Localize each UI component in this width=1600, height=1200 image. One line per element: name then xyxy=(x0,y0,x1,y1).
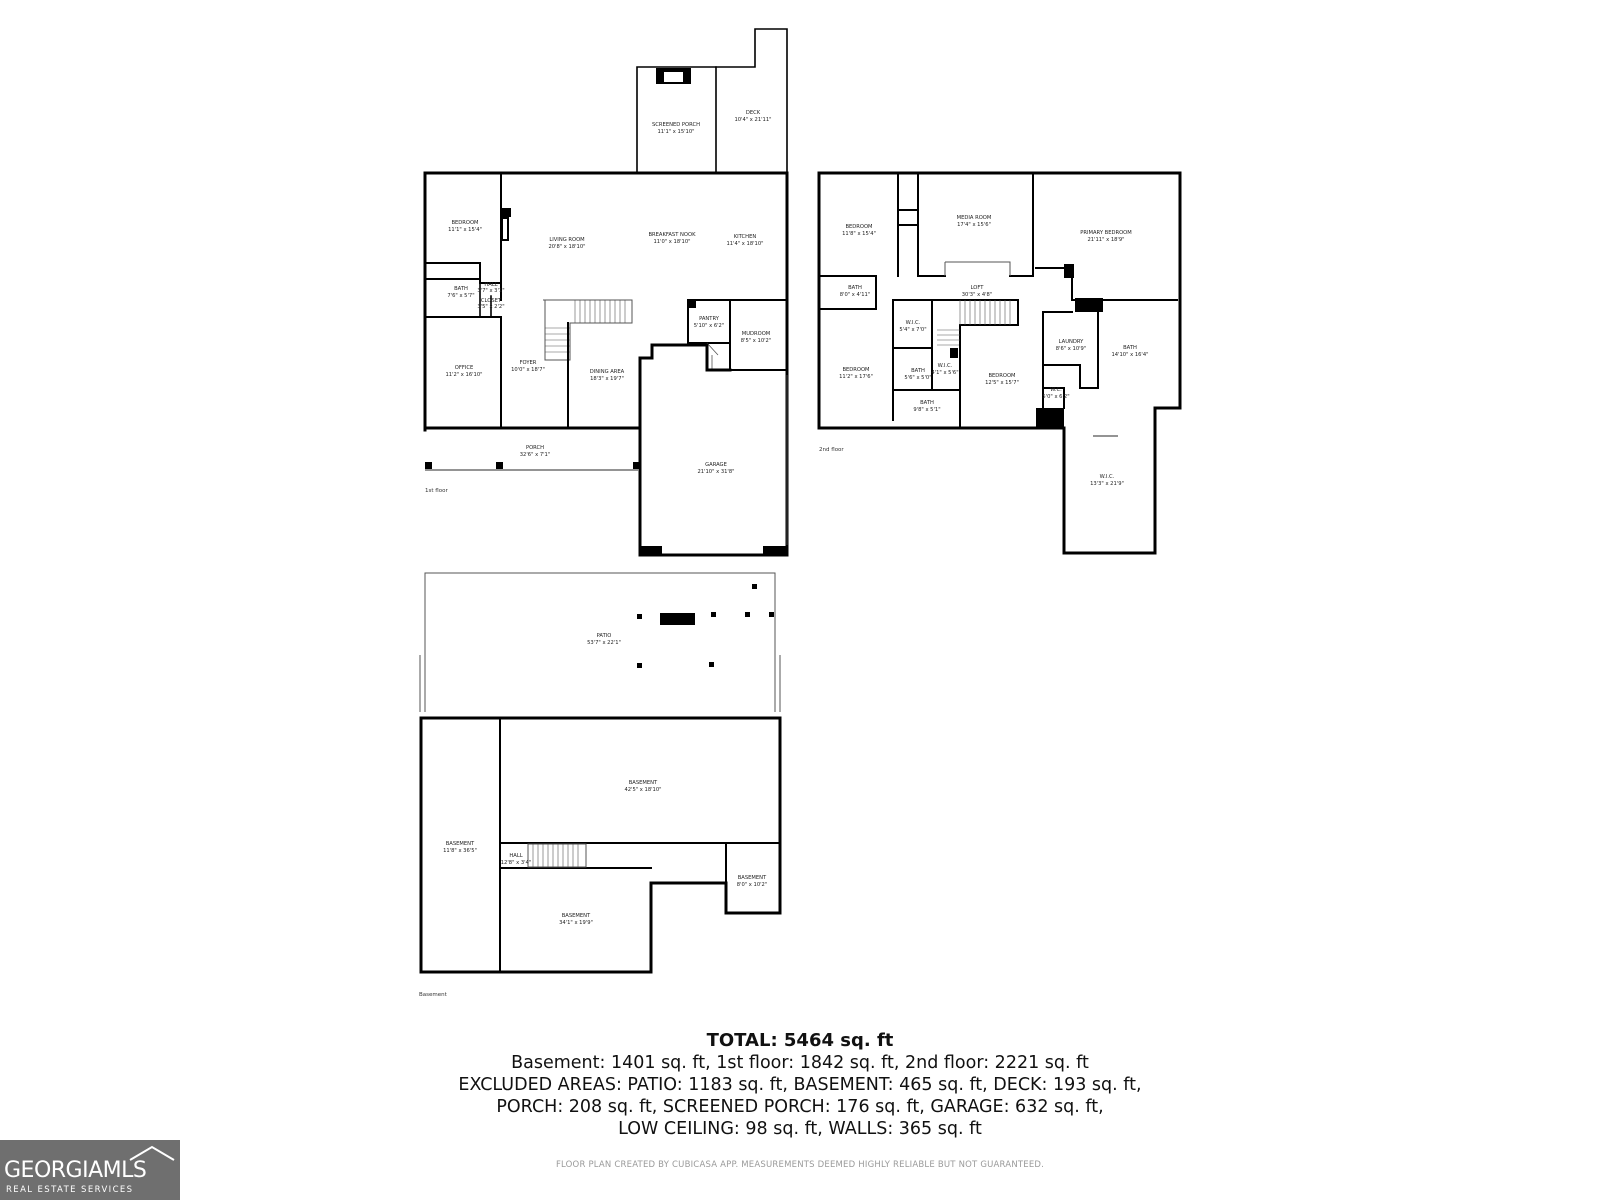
logo-subtitle: REAL ESTATE SERVICES xyxy=(6,1185,134,1195)
room-dimensions: 11'1" x 15'4" xyxy=(448,227,482,233)
room-name: LOFT xyxy=(971,285,985,291)
room-dimensions: 8'0" x 10'2" xyxy=(737,882,768,888)
floor-label: 1st floor xyxy=(425,488,448,494)
room-name: BATH xyxy=(454,286,468,292)
total-area: TOTAL: 5464 sq. ft xyxy=(706,1030,894,1051)
room-name: BEDROOM xyxy=(988,373,1015,379)
room-name: W.I.C. xyxy=(938,363,953,369)
room-name: BATH xyxy=(911,368,925,374)
staircase-1f xyxy=(543,299,633,361)
room-name: BASEMENT xyxy=(738,875,767,881)
room-name: GARAGE xyxy=(705,462,727,468)
room-name: PORCH xyxy=(526,445,544,451)
room-name: PATIO xyxy=(597,633,612,639)
room-name: DECK xyxy=(746,110,761,116)
room-name: FOYER xyxy=(520,360,537,366)
room-dimensions: 5'0" x 6'2" xyxy=(1042,394,1069,400)
room-dimensions: 13'3" x 21'9" xyxy=(1090,481,1124,487)
room-name: W.I.C. xyxy=(906,320,921,326)
room-name: BASEMENT xyxy=(446,841,475,847)
room-dimensions: 8'0" x 4'11" xyxy=(840,292,871,298)
room-dimensions: 8'6" x 10'9" xyxy=(1056,346,1087,352)
room-dimensions: 5'6" x 5'0" xyxy=(904,375,931,381)
room-name: BEDROOM xyxy=(845,224,872,230)
room-dimensions: 10'4" x 21'11" xyxy=(734,117,771,123)
room-dimensions: 11'8" x 15'4" xyxy=(842,231,876,237)
room-dimensions: 3'7" x 3'1" xyxy=(477,288,504,294)
floor-label: 2nd floor xyxy=(819,447,844,453)
room-name: BASEMENT xyxy=(562,913,591,919)
room-dimensions: 17'4" x 15'6" xyxy=(957,222,991,228)
room-dimensions: 8'5" x 10'2" xyxy=(741,338,772,344)
room-name: BREAKFAST NOOK xyxy=(648,232,696,238)
room-dimensions: 5'10" x 6'2" xyxy=(694,323,725,329)
room-dimensions: 11'1" x 15'10" xyxy=(657,129,694,135)
fireplace-icon xyxy=(502,208,511,217)
floor-label: Basement xyxy=(419,992,448,998)
room-name: BEDROOM xyxy=(842,367,869,373)
room-dimensions: 10'0" x 18'7" xyxy=(511,367,545,373)
room-dimensions: 11'2" x 16'10" xyxy=(445,372,482,378)
room-name: BASEMENT xyxy=(629,780,658,786)
roof-icon xyxy=(129,1145,175,1161)
room-name: LIVING ROOM xyxy=(549,237,584,243)
room-dimensions: 12'5" x 15'7" xyxy=(985,380,1019,386)
disclaimer: FLOOR PLAN CREATED BY CUBICASA APP. MEAS… xyxy=(555,1160,1045,1170)
room-dimensions: 21'10" x 31'8" xyxy=(697,469,734,475)
room-dimensions: 20'8" x 18'10" xyxy=(548,244,585,250)
room-dimensions: 11'2" x 17'6" xyxy=(839,374,873,380)
room-name: BATH xyxy=(1123,345,1137,351)
room-name: HALL xyxy=(484,282,497,288)
room-name: PANTRY xyxy=(699,316,720,322)
room-dimensions: 53'7" x 22'1" xyxy=(587,640,621,646)
room-name: MEDIA ROOM xyxy=(957,215,992,221)
room-dimensions: 5'4" x 7'0" xyxy=(899,327,926,333)
room-name: DINING AREA xyxy=(590,369,625,375)
staircase-2f xyxy=(937,300,1011,346)
area-summary: TOTAL: 5464 sq. ft Basement: 1401 sq. ft… xyxy=(0,1030,1600,1140)
room-name: SCREENED PORCH xyxy=(652,122,700,128)
room-dimensions: 9'8" x 5'1" xyxy=(913,407,940,413)
room-dimensions: 3'5" x 2'2" xyxy=(477,304,504,310)
room-dimensions: 30'3" x 4'8" xyxy=(962,292,993,298)
logo-brand: GEORGIAMLS xyxy=(4,1158,147,1183)
room-name: HALL xyxy=(509,853,522,859)
room-dimensions: 14'10" x 16'4" xyxy=(1111,352,1148,358)
room-dimensions: 34'1" x 19'9" xyxy=(559,920,593,926)
excluded-areas-line3: LOW CEILING: 98 sq. ft, WALLS: 365 sq. f… xyxy=(618,1119,982,1139)
room-dimensions: 11'0" x 18'10" xyxy=(653,239,690,245)
staircase-basement xyxy=(527,843,587,868)
basement-plan: PATIO 53'7" x 22'1" BASEMENT 42'5" x 18'… xyxy=(419,572,782,998)
room-dimensions: 12'8" x 3'4" xyxy=(501,860,532,866)
georgia-mls-logo: GEORGIAMLS REAL ESTATE SERVICES xyxy=(0,1140,180,1200)
second-floor-plan: BEDROOM 11'8" x 15'4" MEDIA ROOM 17'4" x… xyxy=(817,171,1182,555)
room-name: PRIMARY BEDROOM xyxy=(1080,230,1131,236)
excluded-areas-line2: PORCH: 208 sq. ft, SCREENED PORCH: 176 s… xyxy=(496,1097,1104,1117)
room-name: LAUNDRY xyxy=(1059,339,1085,345)
room-name: W.C. xyxy=(1050,387,1062,393)
excluded-areas-line1: EXCLUDED AREAS: PATIO: 1183 sq. ft, BASE… xyxy=(458,1075,1142,1095)
room-name: CLOSET xyxy=(481,298,502,304)
first-floor-plan: SCREENED PORCH 11'1" x 15'10" DECK 10'4"… xyxy=(423,28,789,557)
room-name: OFFICE xyxy=(455,365,473,371)
room-name: MUDROOM xyxy=(742,331,771,337)
room-dimensions: 7'6" x 5'7" xyxy=(447,293,474,299)
room-dimensions: 32'6" x 7'1" xyxy=(520,452,551,458)
room-name: KITCHEN xyxy=(734,234,757,240)
room-dimensions: 4'1" x 5'6" xyxy=(931,370,958,376)
room-name: BATH xyxy=(920,400,934,406)
room-name: BEDROOM xyxy=(451,220,478,226)
room-dimensions: 42'5" x 18'10" xyxy=(624,787,661,793)
room-dimensions: 18'3" x 19'7" xyxy=(590,376,624,382)
room-name: BATH xyxy=(848,285,862,291)
room-name: W.I.C. xyxy=(1100,474,1115,480)
floor-areas: Basement: 1401 sq. ft, 1st floor: 1842 s… xyxy=(511,1053,1089,1073)
room-dimensions: 11'4" x 18'10" xyxy=(726,241,763,247)
room-dimensions: 11'8" x 36'5" xyxy=(443,848,477,854)
room-dimensions: 21'11" x 18'9" xyxy=(1087,237,1124,243)
